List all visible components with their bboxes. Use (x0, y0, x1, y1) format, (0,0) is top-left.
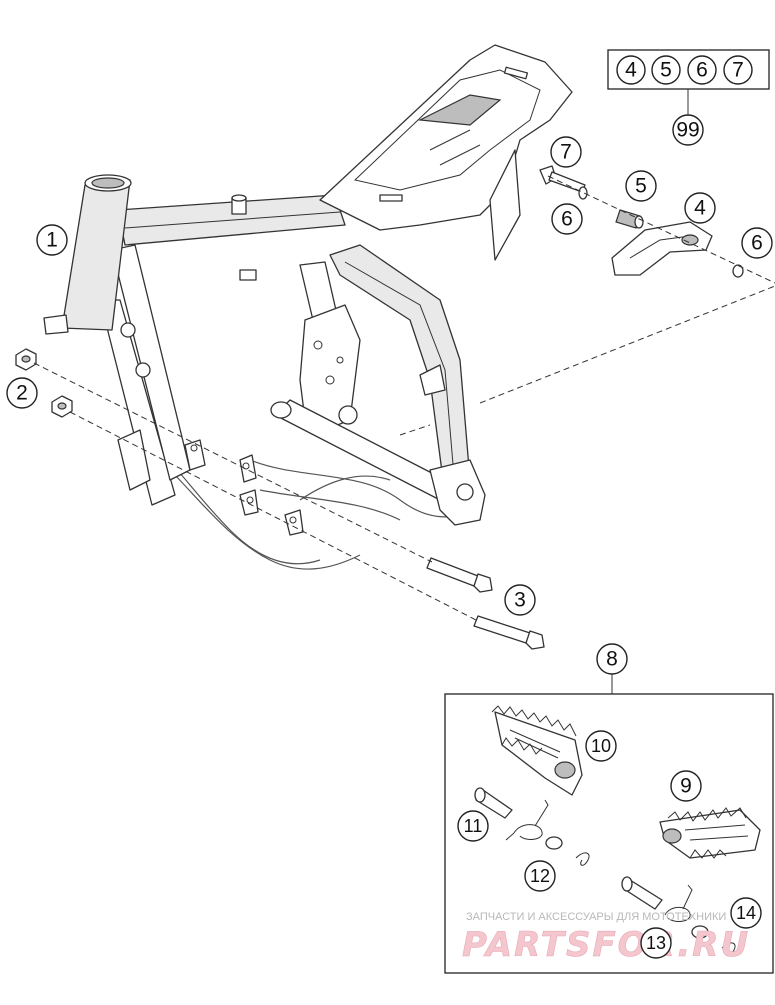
frame (43, 44, 573, 570)
nut-upper (15, 348, 37, 371)
callout-kit-7: 7 (723, 55, 753, 85)
svg-text:5: 5 (635, 175, 647, 198)
svg-text:8: 8 (606, 648, 618, 671)
watermark: ЗАПЧАСТИ И АКСЕССУАРЫ ДЛЯ МОТОТЕХНИКИ PA… (462, 911, 750, 965)
svg-text:5: 5 (660, 59, 672, 82)
callout-6-upper: 6 (551, 203, 583, 235)
callout-kit-6: 6 (687, 55, 717, 85)
bolt-lower (473, 615, 545, 650)
callout-8: 8 (596, 643, 628, 675)
svg-text:7: 7 (560, 141, 572, 164)
callout-7: 7 (550, 136, 582, 168)
callout-11: 11 (457, 810, 489, 842)
pin-left (474, 787, 513, 819)
pin-right (621, 876, 663, 910)
svg-text:7: 7 (732, 59, 744, 82)
svg-text:6: 6 (751, 232, 763, 255)
cotter-pin-left (575, 852, 590, 866)
callout-12: 12 (524, 860, 556, 892)
callout-4: 4 (684, 192, 716, 224)
svg-text:12: 12 (530, 866, 550, 886)
cotter-pin-right (721, 942, 736, 956)
callout-kit-4: 4 (616, 55, 646, 85)
svg-text:ЗАПЧАСТИ И АКСЕССУАРЫ ДЛЯ МОТО: ЗАПЧАСТИ И АКСЕССУАРЫ ДЛЯ МОТОТЕХНИКИ (466, 911, 726, 923)
svg-text:11: 11 (464, 816, 483, 836)
callout-6-lower: 6 (741, 227, 773, 259)
nut-lower (51, 395, 73, 418)
svg-text:13: 13 (646, 933, 666, 953)
svg-text:6: 6 (561, 208, 573, 231)
callout-2: 2 (6, 377, 38, 409)
callout-99: 99 (672, 114, 704, 146)
callout-14: 14 (730, 897, 762, 929)
washer-upper (578, 186, 588, 200)
washer-lower (732, 264, 744, 278)
callout-1: 1 (36, 224, 68, 256)
bracket-bolt (539, 165, 586, 193)
svg-text:1: 1 (46, 229, 58, 252)
callout-10: 10 (585, 730, 617, 762)
bolt-upper (426, 557, 493, 593)
peg-bracket (611, 221, 713, 276)
bushing (615, 209, 644, 229)
svg-text:6: 6 (696, 59, 708, 82)
footpeg-kit-box (444, 693, 774, 974)
callout-3: 3 (504, 584, 536, 616)
footpeg-left (491, 705, 583, 796)
assembly-lines (33, 175, 775, 621)
svg-text:4: 4 (625, 59, 637, 82)
svg-text:9: 9 (680, 775, 692, 798)
callout-13: 13 (640, 927, 672, 959)
callout-5: 5 (625, 170, 657, 202)
svg-text:3: 3 (514, 589, 526, 612)
footpeg-right (659, 807, 761, 859)
callout-9: 9 (670, 770, 702, 802)
washer-12 (545, 836, 563, 850)
svg-text:10: 10 (591, 736, 611, 756)
svg-text:14: 14 (736, 903, 756, 923)
spring-left (505, 799, 549, 841)
callout-kit-5: 5 (651, 55, 681, 85)
svg-text:2: 2 (16, 382, 28, 405)
washer-13 (691, 925, 709, 939)
svg-text:4: 4 (694, 197, 706, 220)
spring-right (664, 884, 693, 922)
svg-text:PARTSFOR.RU: PARTSFOR.RU (462, 925, 750, 965)
svg-text:99: 99 (676, 119, 699, 142)
